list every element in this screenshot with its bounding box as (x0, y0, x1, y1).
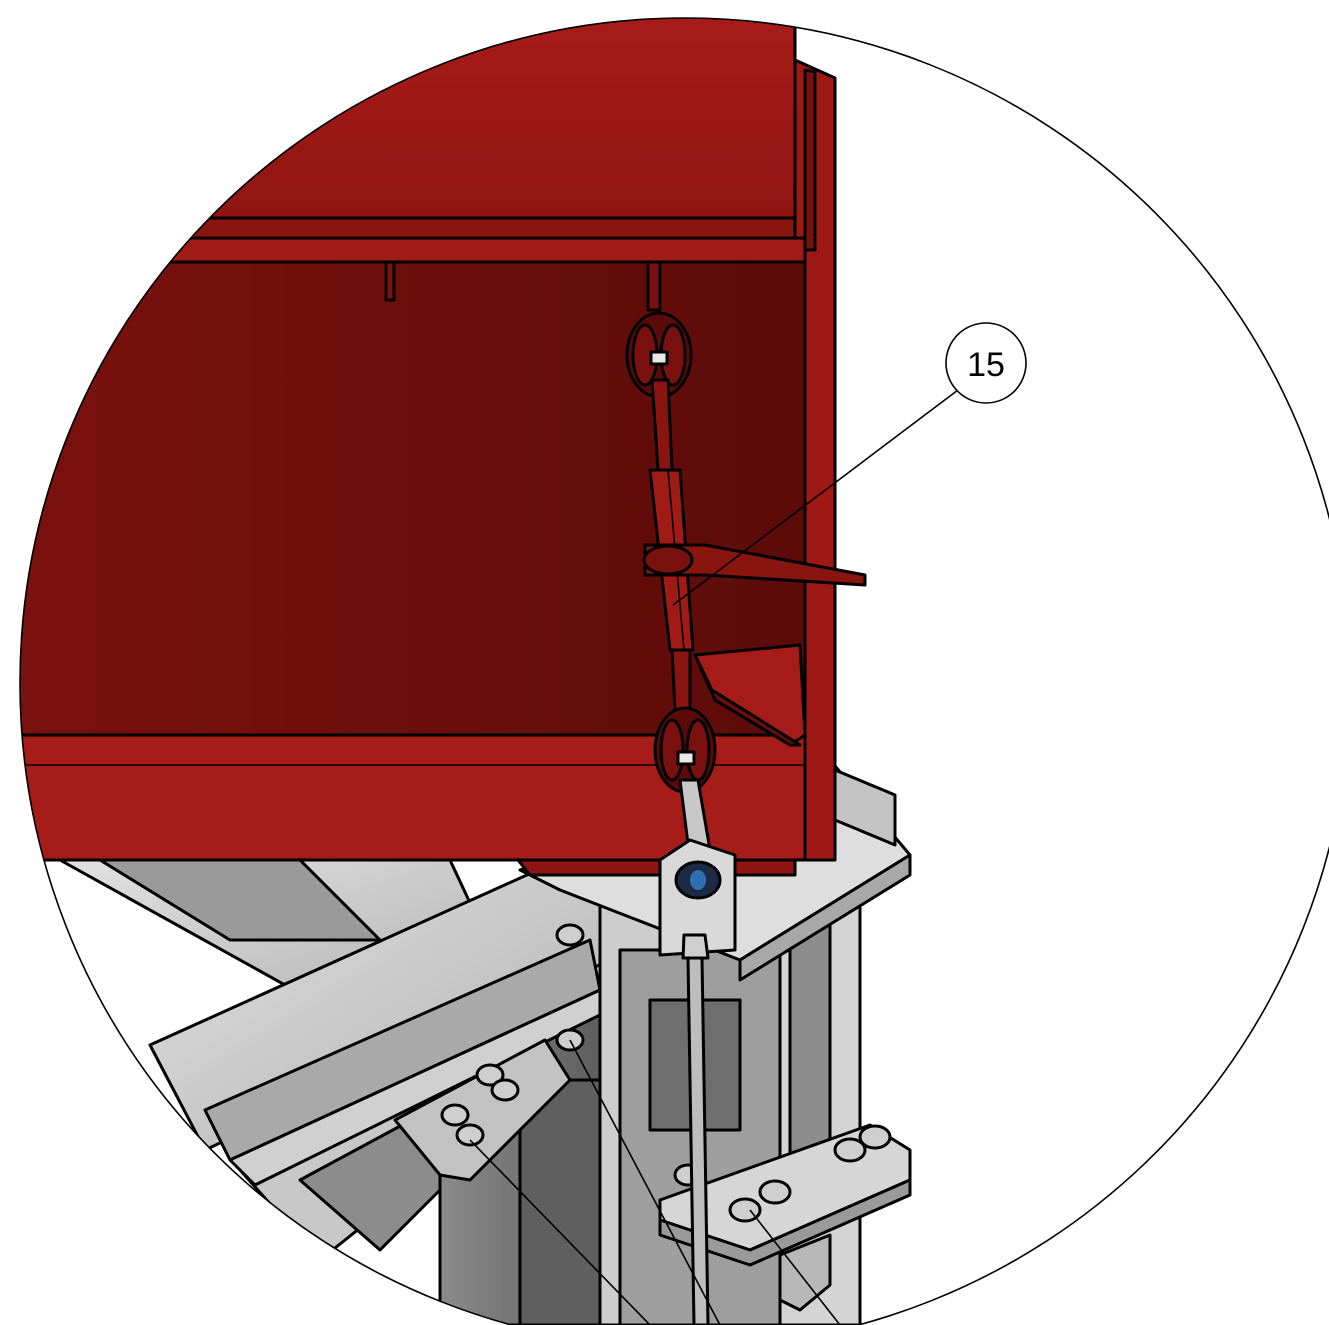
lower-rod (670, 648, 692, 712)
hanger-bolt-shank (686, 956, 710, 1325)
post-flange-inner (788, 913, 832, 1172)
bolt-icon (758, 1179, 792, 1205)
upper-lug (646, 260, 662, 312)
red-foot (516, 858, 797, 877)
base-tab (778, 1233, 832, 1312)
bolt-icon (555, 923, 585, 947)
leader-lines (469, 1039, 841, 1325)
balloon-leader-line (672, 389, 959, 606)
balloon-15: 15 (672, 322, 1027, 606)
bolt-icon (833, 1137, 867, 1163)
red-structure (20, 18, 837, 877)
balloon-circle (945, 322, 1027, 404)
red-deck-top (20, 18, 797, 222)
bolt-icon (475, 1063, 505, 1087)
bolt-icon (455, 1123, 485, 1147)
gusset-bolts (440, 923, 585, 1147)
red-bottom-flange (20, 733, 807, 862)
balloon-label: 15 (967, 346, 1005, 384)
steel-frame (58, 758, 912, 1325)
red-deck-side-inner (803, 68, 817, 252)
bolt-icon (440, 1103, 470, 1127)
top-cap-edge (738, 853, 912, 982)
red-bracket-shadow (693, 653, 802, 747)
red-web-tab (384, 260, 396, 302)
detail-boundary (19, 17, 1329, 1325)
lever-collar (642, 544, 694, 576)
hanger-bolt-head (681, 933, 710, 960)
red-top-flange (20, 236, 807, 264)
red-deck-edge (20, 216, 807, 240)
tension-lever (643, 543, 867, 587)
bolt-icon (858, 1124, 892, 1150)
turnbuckle-assembly (625, 260, 867, 1325)
base-plate-edge (658, 1178, 912, 1267)
base-plate-bolts (673, 1124, 892, 1223)
bolt-icon (728, 1197, 762, 1223)
bolt-icon (490, 1078, 520, 1102)
clevis-pin-center (690, 870, 706, 890)
upper-chain-link (625, 311, 693, 399)
detail-content (20, 18, 912, 1325)
column-inner (518, 1078, 602, 1325)
gusset-plate (393, 1038, 572, 1182)
